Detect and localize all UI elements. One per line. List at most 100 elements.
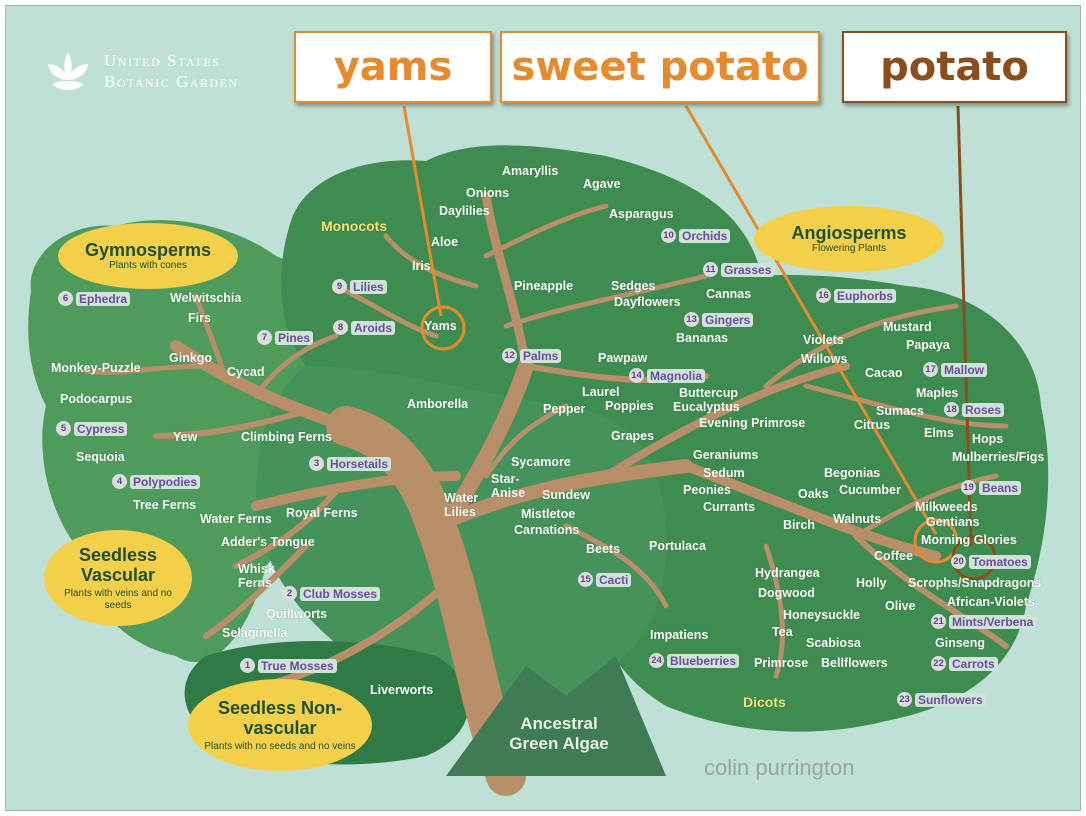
gymnosperms-title: Gymnosperms <box>84 240 212 260</box>
logo-line-2: Botanic Garden <box>104 72 239 91</box>
plant-label: Sedum <box>703 466 745 480</box>
family-name: Mallow <box>941 362 988 377</box>
plant-label: Cacao <box>865 366 903 380</box>
plant-label: Mulberries/Figs <box>952 450 1045 464</box>
family-number: 13 <box>684 312 699 327</box>
plant-label: Carnations <box>514 523 580 537</box>
family-number: 6 <box>58 291 73 306</box>
plant-label: Morning Glories <box>921 533 1017 547</box>
plant-label: Oaks <box>798 487 829 501</box>
family-number: 11 <box>703 262 718 277</box>
yams-highlight-ring <box>420 305 466 351</box>
plant-label: Evening Primrose <box>699 416 806 430</box>
plant-label: Sumacs <box>876 404 924 418</box>
family-number: 22 <box>931 656 946 671</box>
callout-sweet-potato: sweet potato <box>500 31 820 103</box>
plant-label: Yams <box>424 319 457 333</box>
plant-label: Hops <box>972 432 1004 446</box>
family-name: Magnolia <box>647 368 706 383</box>
plant-label: Laurel <box>582 385 620 399</box>
plant-label: Whisk Ferns <box>238 562 275 590</box>
plant-label: Dayflowers <box>614 295 681 309</box>
plant-label: Citrus <box>854 418 891 432</box>
plant-label: Milkweeds <box>915 500 978 514</box>
trunk <box>83 191 1009 796</box>
family-name: Sunflowers <box>915 692 986 707</box>
monocots-label: Monocots <box>321 218 388 234</box>
family-number: 12 <box>502 348 517 363</box>
plant-label: Hydrangea <box>755 566 820 580</box>
seedless-vascular-subtitle: Plants with veins and no seeds <box>64 587 172 611</box>
ancestral-green-algae-label: Ancestral Green Algae <box>509 714 609 753</box>
family-name: Pines <box>275 330 314 345</box>
plant-label: Poppies <box>605 399 654 413</box>
plant-label: Cannas <box>706 287 752 301</box>
plant-label: Ginkgo <box>169 351 213 365</box>
plant-label: Mistletoe <box>521 507 576 521</box>
plant-label: Peonies <box>683 483 731 497</box>
family-number: 16 <box>816 288 831 303</box>
family-number: 20 <box>951 554 966 569</box>
family-number: 4 <box>112 474 127 489</box>
plant-label: Pepper <box>543 402 586 416</box>
gymnosperms-oval: Gymnosperms Plants with cones <box>58 223 238 289</box>
seedless-nonvascular-oval: Seedless Non-vascular Plants with no see… <box>188 679 372 771</box>
plant-label: Geraniums <box>693 448 759 462</box>
plant-label: Currants <box>703 500 756 514</box>
plant-label: Dogwood <box>758 586 815 600</box>
family-name: Aroids <box>351 320 396 335</box>
callout-lines <box>402 105 973 547</box>
plant-label: Firs <box>188 311 211 325</box>
callout-potato: potato <box>842 31 1067 103</box>
plant-label: Tree Ferns <box>133 498 197 512</box>
plant-label: Water Ferns <box>200 512 272 526</box>
family-name: Mints/Verbena <box>949 614 1037 629</box>
family-name: Euphorbs <box>834 288 896 303</box>
logo-text: United States Botanic Garden <box>104 50 239 92</box>
lotus-icon <box>48 52 88 90</box>
family-name: Roses <box>962 402 1005 417</box>
plant-label: Sycamore <box>511 455 571 469</box>
family-name: Horsetails <box>327 456 392 471</box>
family-name: Carrots <box>949 656 998 671</box>
plant-label: Violets <box>803 333 844 347</box>
plant-label: Aloe <box>431 235 459 249</box>
plant-label: Buttercup <box>679 386 739 400</box>
logo-line-1: United States <box>104 51 221 70</box>
plant-label: Water Lilies <box>444 491 479 519</box>
plant-label: Adder's Tongue <box>221 535 315 549</box>
plant-label: Birch <box>783 518 815 532</box>
plant-label: Star-Anise <box>491 472 526 500</box>
sweet-potato-highlight-ring <box>913 518 959 564</box>
family-name: Orchids <box>679 228 731 243</box>
family-name: Tomatoes <box>969 554 1031 569</box>
plant-label: Agave <box>583 177 621 191</box>
plant-label: Cycad <box>227 365 265 379</box>
plant-label: Willows <box>801 352 848 366</box>
plant-label: Onions <box>466 186 510 200</box>
plant-label: Quillworts <box>266 607 328 621</box>
seedless-vascular-title: Seedless Vascular <box>78 544 158 585</box>
family-number: 15 <box>578 572 593 587</box>
plant-label: Impatiens <box>650 628 709 642</box>
family-name: Cypress <box>74 421 128 436</box>
family-name: Cacti <box>596 572 632 587</box>
plant-label: Olive <box>885 599 916 613</box>
callout-yams: yams <box>294 31 492 103</box>
family-name: Grasses <box>721 262 775 277</box>
plant-label: Maples <box>916 386 959 400</box>
plant-label: Coffee <box>874 549 913 563</box>
plant-label: Bananas <box>676 331 729 345</box>
